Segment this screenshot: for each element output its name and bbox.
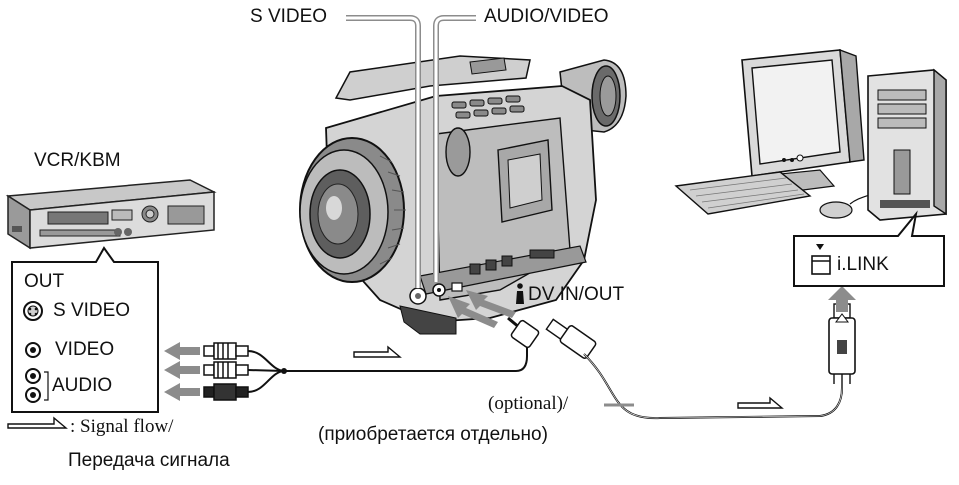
rca-plugs [203, 342, 249, 401]
optional-ru-label: (приобретается отдельно) [318, 424, 548, 445]
port-s-video-label: S VIDEO [53, 300, 131, 321]
rca-jack-icon [25, 368, 41, 384]
ilink-port-icon [811, 255, 831, 275]
vcr-device [5, 179, 217, 250]
out-label: OUT [24, 271, 65, 292]
ilink-plug [828, 303, 856, 384]
audio-video-label: AUDIO/VIDEO [484, 6, 609, 27]
rca-jack-icon [25, 387, 41, 403]
cable-junction [281, 368, 287, 374]
optional-label: (optional)/ [488, 393, 569, 414]
pc-ilink-panel [793, 210, 945, 287]
signal-flow-legend-arrow [7, 416, 68, 429]
dv-in-out-label: DV IN/OUT [528, 284, 625, 305]
ilink-up-arrow [828, 286, 856, 312]
dv-cable [545, 318, 843, 420]
signal-flow-arrow [737, 396, 784, 409]
vcr-label: VCR/KBM [34, 150, 121, 171]
rca-jack-icon [25, 342, 41, 358]
ilink-label: i.LINK [837, 254, 889, 275]
port-audio-label: AUDIO [52, 375, 113, 396]
vcr-out-panel [11, 246, 159, 413]
s-video-jack-icon [23, 301, 43, 321]
computer [674, 48, 947, 221]
signal-flow-arrow [353, 345, 402, 358]
s-video-label: S VIDEO [250, 6, 328, 27]
callout-lines [346, 15, 476, 288]
signal-flow-label: : Signal flow/ [70, 416, 174, 437]
av-cable [247, 338, 528, 393]
ilink-symbol-icon [516, 283, 524, 304]
av-mini-plug [507, 316, 540, 349]
camcorder [299, 55, 627, 335]
port-video-label: VIDEO [55, 339, 115, 360]
jack-insert-arrows [448, 290, 516, 328]
vcr-input-arrows [164, 342, 200, 401]
signal-flow-ru-label: Передача сигнала [68, 450, 230, 471]
